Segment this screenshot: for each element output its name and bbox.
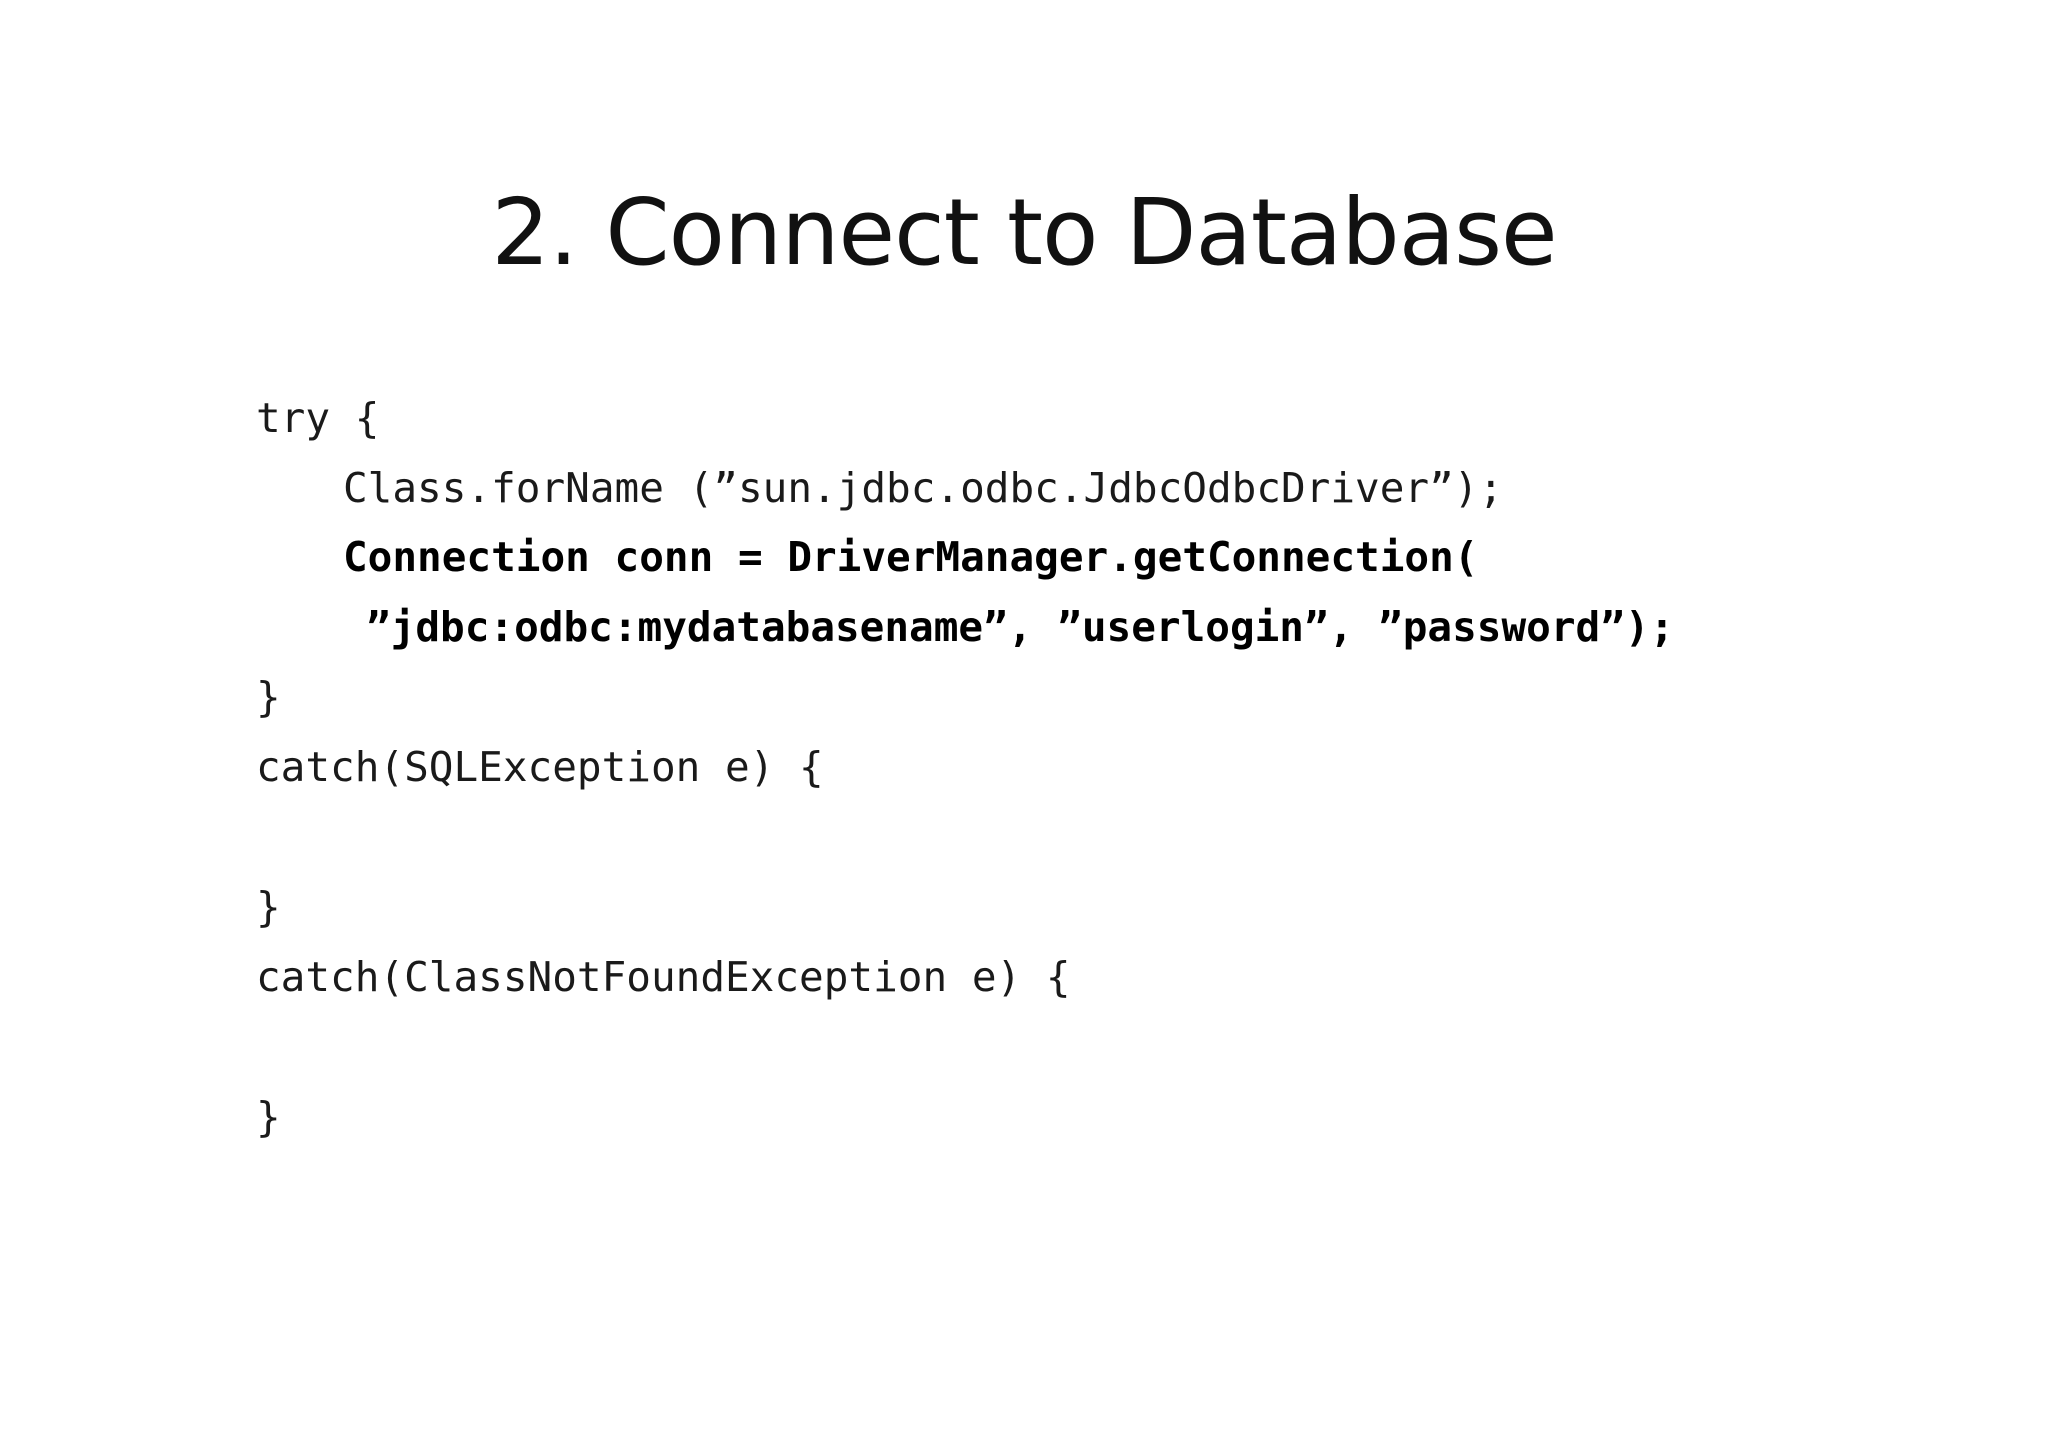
code-line-connection-args: ”jdbc:odbc:mydatabasename”, ”userlogin”,… — [366, 603, 1675, 651]
code-line-class-forname: Class.forName (”sun.jdbc.odbc.JdbcOdbcDr… — [343, 464, 1504, 512]
code-line-close-catch-sql: } — [256, 883, 281, 931]
code-line-close-catch-classnotfound: } — [256, 1093, 281, 1141]
code-line-catch-classnotfound: catch(ClassNotFoundException e) { — [256, 953, 1071, 1001]
code-line-connection: Connection conn = DriverManager.getConne… — [343, 533, 1479, 581]
code-line-catch-sql: catch(SQLException e) { — [256, 743, 824, 791]
code-line-try: try { — [256, 394, 380, 442]
slide-title: 2. Connect to Database — [491, 179, 1557, 286]
code-line-close-try: } — [256, 673, 281, 721]
